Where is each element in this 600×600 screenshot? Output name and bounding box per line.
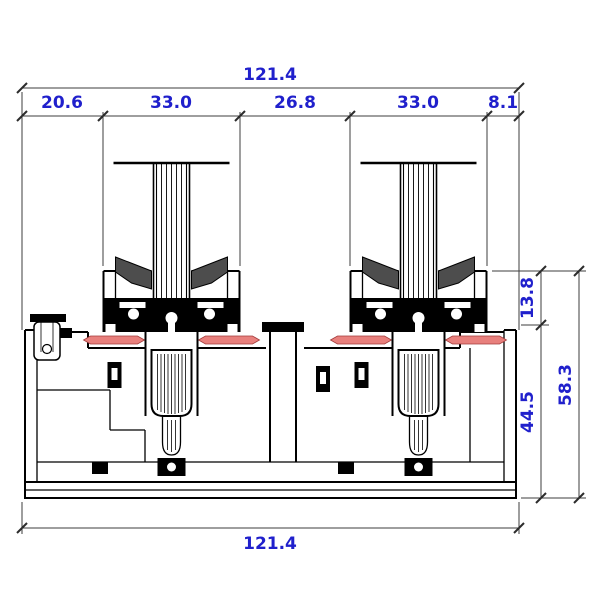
dim-label-seg-4: 33.0 <box>397 93 439 113</box>
dim-right-column: 13.8 58.3 44.5 <box>492 265 586 504</box>
frame-clip-detail <box>30 314 72 361</box>
dim-label-right-lower: 44.5 <box>518 391 538 433</box>
sash-right-instance <box>329 161 508 478</box>
frame-right-jamb <box>469 329 517 482</box>
dim-label-top-overall: 121.4 <box>243 65 297 85</box>
dim-label-bottom-overall: 121.4 <box>243 534 297 554</box>
dim-label-right-overall: 58.3 <box>556 364 576 406</box>
dim-label-seg-3: 26.8 <box>274 93 316 113</box>
dim-label-right-upper: 13.8 <box>518 277 538 319</box>
dim-bottom-overall: 121.4 <box>16 522 525 554</box>
frame-center-post <box>262 322 330 462</box>
dim-label-seg-2: 33.0 <box>150 93 192 113</box>
frame-base <box>24 461 517 499</box>
dim-row-segments: 20.6 33.0 26.8 33.0 8.1 <box>16 93 525 266</box>
dim-top-overall: 121.4 <box>16 65 525 94</box>
dim-label-seg-1: 20.6 <box>41 93 83 113</box>
dim-label-seg-5: 8.1 <box>488 93 518 113</box>
